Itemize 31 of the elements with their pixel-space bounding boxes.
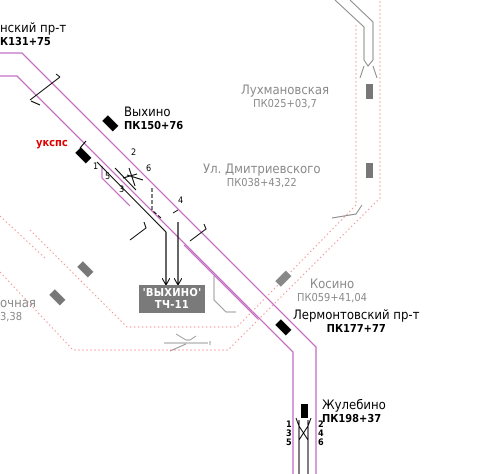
track-number: 1 <box>93 163 98 172</box>
track-number: 5 <box>286 439 292 448</box>
chainage-label: ПК038+43,22 <box>226 177 297 188</box>
track-number: 1 <box>286 421 292 430</box>
track-number: 2 <box>318 421 324 430</box>
chainage-label: ПК059+41,04 <box>297 292 367 303</box>
track-number: 2 <box>131 149 136 158</box>
track-number: 6 <box>318 439 324 448</box>
track-number: 5 <box>105 173 110 182</box>
arrow <box>162 232 170 286</box>
station-name: нский пр-т <box>0 22 66 35</box>
chainage-label: ПК198+37 <box>322 413 382 424</box>
station-name: Лермонтовский пр-т <box>293 309 420 322</box>
track-number: 6 <box>146 165 152 174</box>
chainage-label: ПК025+03,7 <box>253 98 317 109</box>
arrow <box>174 222 182 286</box>
station-name: Ул. Дмитриевского <box>203 163 320 176</box>
signal-label: укспс <box>36 137 68 148</box>
chainage-label: ПК177+77 <box>326 323 386 334</box>
station-name: Косино <box>310 278 354 291</box>
depot-box: 'ВЫХИНО' ТЧ-11 <box>139 285 205 313</box>
chainage-label: К131+75 <box>0 36 51 47</box>
station-name: Жулебино <box>322 399 386 412</box>
track-number: 3 <box>286 430 292 439</box>
station-name: Выхино <box>124 106 171 119</box>
chainage-label: ПК150+76 <box>124 120 184 131</box>
station-name: Лухмановская <box>241 84 330 97</box>
station-name: очная <box>0 297 36 310</box>
track-number: 4 <box>318 430 324 439</box>
chainage-label: 3,38 <box>0 311 22 322</box>
track-number: 4 <box>178 197 184 206</box>
